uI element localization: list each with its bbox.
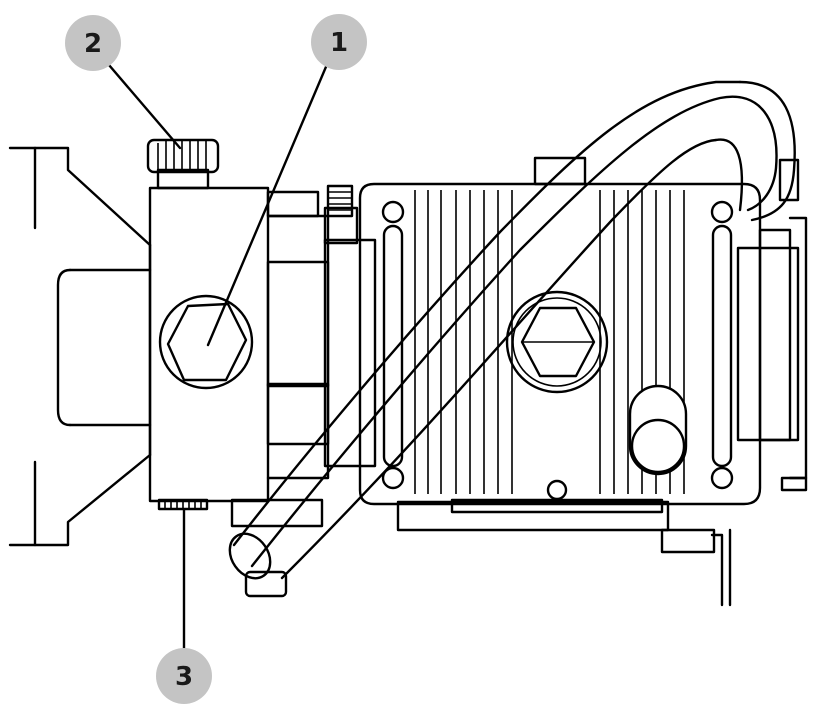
crankcase: [358, 156, 762, 607]
bolt-top-left: [381, 200, 405, 224]
callout-3: 3: [156, 648, 212, 704]
bolt-top-right: [710, 200, 734, 224]
side-cover: [736, 158, 808, 492]
leader-line-2: [101, 56, 182, 150]
head-block: [148, 186, 270, 511]
bolt-bottom-right: [710, 466, 734, 490]
hex-plug: [166, 302, 248, 382]
bolt-bottom-left: [381, 466, 405, 490]
callout-3-label: 3: [175, 662, 193, 692]
callout-1: 1: [311, 14, 367, 70]
leader-line-1: [206, 53, 333, 347]
callout-1-label: 1: [330, 28, 348, 58]
mounting-flange: [8, 146, 152, 547]
bolt-bottom-center: [546, 479, 568, 501]
callout-2: 2: [65, 15, 121, 71]
center-plug-ring: [505, 290, 609, 394]
callout-2-label: 2: [84, 29, 102, 59]
oil-cap: [146, 138, 220, 190]
hose-fitting: [228, 532, 272, 580]
sight-glass: [630, 418, 686, 474]
hex-plug-outer-ring: [158, 294, 254, 390]
hose: [228, 80, 796, 598]
